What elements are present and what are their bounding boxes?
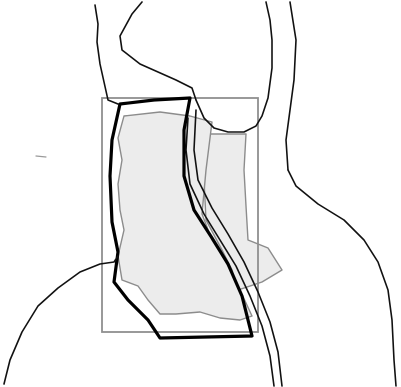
neck-back-upper bbox=[196, 2, 272, 132]
face-profile-line bbox=[95, 5, 118, 104]
artifact-mark bbox=[36, 156, 46, 157]
jaw-line bbox=[120, 2, 196, 100]
left-shoulder bbox=[4, 256, 118, 384]
neck-back-edge bbox=[286, 2, 296, 170]
right-shoulder bbox=[288, 170, 396, 386]
